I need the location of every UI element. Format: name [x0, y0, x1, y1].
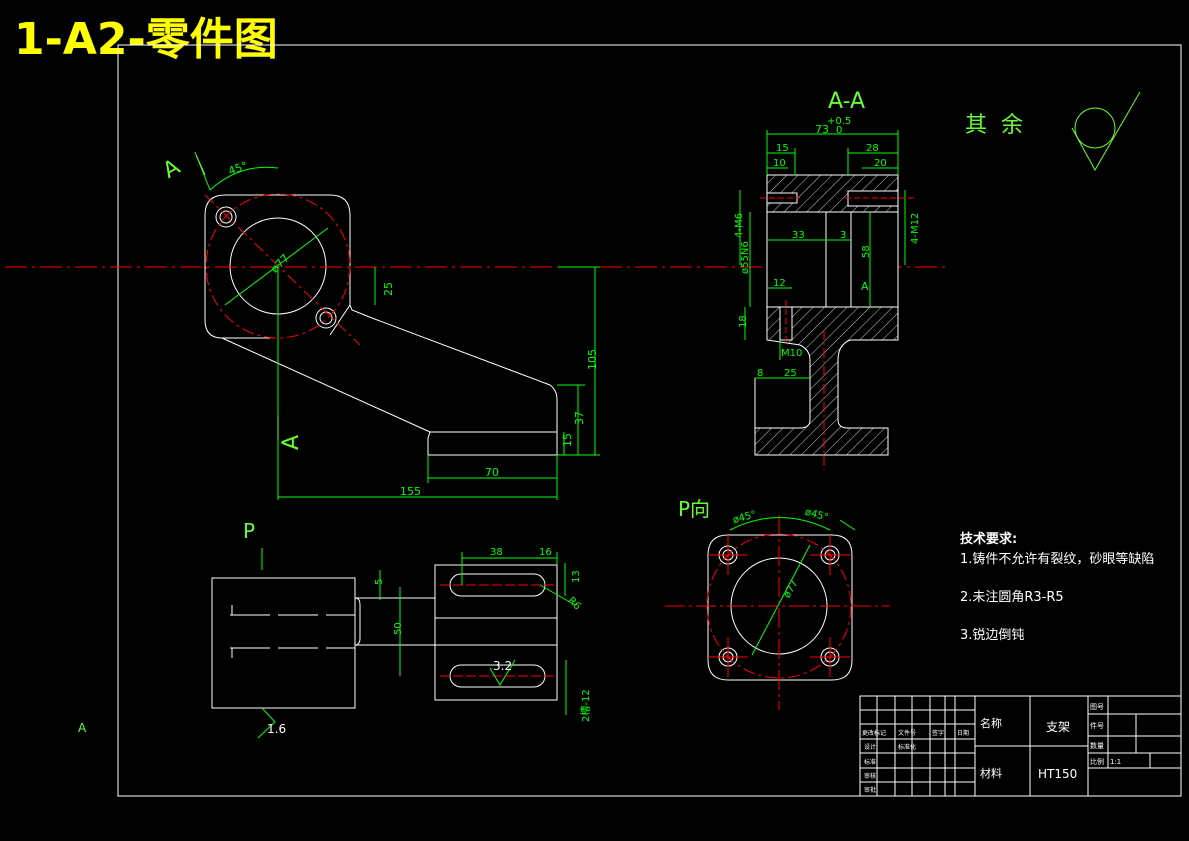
- tb-quantity-label: 数量: [1090, 741, 1104, 750]
- dim-tol-lower: 0: [836, 125, 842, 136]
- roughness-1-6: 1.6: [267, 722, 286, 736]
- p-view-dims: [729, 517, 856, 656]
- section-arrows: [195, 154, 279, 440]
- corner-a-label: A: [78, 721, 87, 735]
- dim-25: 25: [382, 282, 395, 296]
- tb-design: 设计: [864, 743, 876, 751]
- dim-25-sec: 25: [784, 368, 797, 379]
- dim-15-main: 15: [561, 433, 574, 447]
- dim-10: 10: [773, 158, 786, 169]
- view-p-title: P向: [678, 497, 710, 521]
- tb-sign: 签字: [932, 729, 944, 737]
- dim-50: 50: [393, 622, 404, 635]
- roughness-other: 其 余: [965, 91, 1141, 172]
- dim-5: 5: [374, 579, 385, 585]
- tb-material-label: 材料: [980, 766, 1002, 780]
- dim-phi77: ø77: [268, 252, 292, 276]
- section-dimensions: [739, 130, 906, 379]
- tech-requirements: 技术要求: 1.铸件不允许有裂纹，砂眼等缺陷 2.未注圆角R3-R5 3.锐边倒…: [960, 530, 1180, 646]
- tb-material: HT150: [1038, 767, 1077, 781]
- dim-2slot: 2槽-12: [579, 689, 592, 722]
- p-view-centerlines: [665, 515, 890, 710]
- title-block: [859, 695, 1182, 797]
- dim-4m12: 4-M12: [910, 213, 921, 244]
- tech-item-2: 2.未注圆角R3-R5: [960, 590, 1064, 605]
- dim-33: 33: [792, 230, 805, 241]
- dim-155: 155: [400, 485, 421, 498]
- tb-file-no: 文件号: [898, 729, 916, 737]
- dim-m10: M10: [781, 348, 802, 359]
- roughness-3-2: 3.2: [493, 659, 512, 673]
- title-block-text: 名称 支架 材料 HT150 图号 件号 数量 比例 1:1 更改标记 文件号 …: [862, 703, 1121, 794]
- dim-12: 12: [773, 278, 786, 289]
- bottom-view: [211, 564, 558, 709]
- bottom-dim-text: 38 16 13 5 50 R6 2槽-12: [374, 547, 592, 722]
- section-title: A-A: [828, 89, 865, 114]
- dim-58: 58: [861, 245, 872, 258]
- tb-date: 日期: [957, 729, 969, 737]
- dim-r6: R6: [566, 595, 583, 612]
- dim-8: 8: [757, 368, 763, 379]
- section-inner-a: A: [861, 280, 869, 293]
- main-dimensions: [194, 151, 600, 500]
- tb-change-mark: 更改标记: [862, 729, 886, 737]
- tb-part-no-label: 件号: [1090, 721, 1104, 730]
- roughness-values: 1.6 3.2: [267, 659, 512, 736]
- bottom-centerlines: [440, 584, 555, 677]
- drawing-title: 1-A2-零件图: [14, 14, 278, 65]
- section-centerlines: [760, 197, 915, 470]
- tb-approve: 审批: [864, 786, 876, 794]
- dim-p-77: ø77: [782, 578, 801, 600]
- dim-45deg: 45°: [227, 159, 250, 178]
- dim-28: 28: [866, 143, 879, 154]
- dim-70: 70: [485, 466, 499, 479]
- bottom-dimensions: [257, 548, 576, 739]
- dim-105: 105: [586, 349, 599, 370]
- tb-review: 审核: [864, 772, 876, 780]
- section-dim-text: 73 +0.5 0 15 10 28 20 4-M6 33 3 58 ø55N6…: [734, 116, 921, 379]
- tech-heading: 技术要求:: [960, 532, 1018, 547]
- dim-tol-upper: +0.5: [827, 116, 851, 127]
- dim-38: 38: [490, 547, 503, 558]
- tb-check: 标准: [864, 758, 876, 766]
- dim-20: 20: [874, 158, 887, 169]
- roughness-other-label: 其 余: [965, 113, 1023, 138]
- tb-name-label: 名称: [980, 716, 1002, 730]
- roughness-symbol-icon: [1071, 91, 1141, 172]
- tech-item-1: 1.铸件不允许有裂纹，砂眼等缺陷: [960, 552, 1155, 567]
- dim-16: 16: [539, 547, 552, 558]
- dim-37: 37: [573, 411, 586, 425]
- section-view: [754, 174, 899, 456]
- view-p-arrow-label: P: [243, 519, 255, 543]
- dim-4m6: 4-M6: [734, 213, 745, 238]
- section-arrow-a-top: A: [159, 155, 185, 184]
- p-view-dim-text: ø45° ø45° ø77: [732, 507, 830, 600]
- main-view: [204, 194, 558, 456]
- drawing-border: [117, 44, 1182, 797]
- dim-phi55n6: ø55N6: [740, 241, 751, 274]
- dim-13: 13: [571, 570, 582, 583]
- tb-std: 标准化: [898, 743, 916, 751]
- dim-15-sec: 15: [776, 143, 789, 154]
- tb-scale: 1:1: [1110, 758, 1121, 766]
- tech-item-3: 3.锐边倒钝: [960, 628, 1025, 643]
- section-arrow-a-bottom: A: [279, 435, 304, 450]
- tb-part-name: 支架: [1046, 720, 1070, 734]
- main-labels: A A: [159, 155, 304, 450]
- tb-scale-label: 比例: [1090, 757, 1104, 766]
- dim-3: 3: [840, 230, 846, 241]
- dim-18: 18: [738, 315, 749, 328]
- dim-73: 73: [815, 123, 829, 136]
- tb-drawing-no-label: 图号: [1090, 703, 1104, 711]
